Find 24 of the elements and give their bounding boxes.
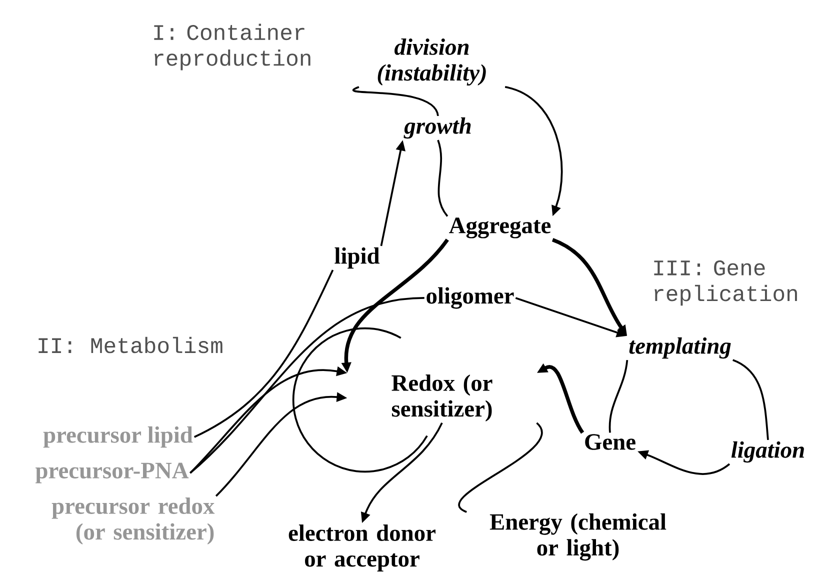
connector	[190, 297, 424, 474]
process-label: ligation	[731, 441, 804, 463]
connector	[194, 270, 334, 438]
process-label: templating	[629, 337, 731, 359]
section-heading: II: Metabolism	[38, 336, 222, 354]
component-label: lipid	[334, 247, 380, 269]
section-heading: III: Gene replication	[654, 260, 797, 306]
connector	[732, 359, 769, 440]
component-label: Aggregate	[449, 218, 551, 238]
section-heading: I: Container reproduction	[154, 24, 310, 70]
connector	[437, 140, 448, 217]
component-label: Energy (chemical or light)	[490, 513, 666, 561]
component-label: Redox (or sensitizer)	[392, 374, 492, 422]
process-label: division (instability)	[378, 38, 486, 86]
component-label: electron donor or acceptor	[288, 524, 436, 572]
component-label: Gene	[585, 434, 636, 450]
precursor-label: precursor lipid	[43, 426, 193, 448]
process-label: growth	[404, 117, 471, 139]
connector	[458, 422, 543, 513]
connector	[353, 86, 439, 116]
precursor-label: precursor-PNA	[36, 462, 189, 484]
connector	[608, 360, 628, 433]
component-label: oligomer	[426, 287, 514, 309]
precursor-label: precursor redox (or sensitizer)	[52, 497, 215, 544]
